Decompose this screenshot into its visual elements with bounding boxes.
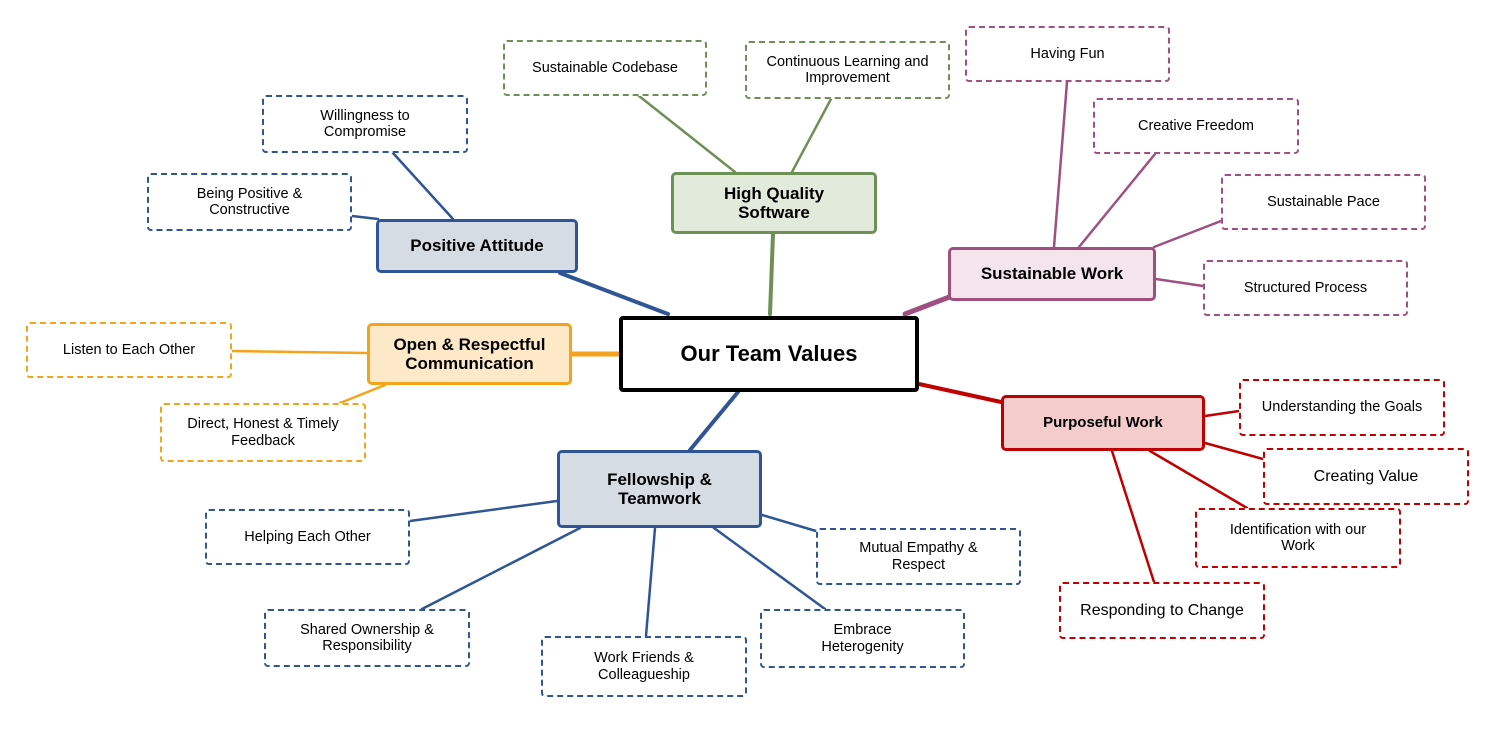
leaf-listen-to-each-other[interactable]: Listen to Each Other [26,322,232,378]
leaf-label: Mutual Empathy & Respect [859,540,978,573]
leaf-direct-honest-feedback[interactable]: Direct, Honest & Timely Feedback [160,403,366,462]
line-center-high-quality [768,232,775,316]
line-responding-change [1110,449,1156,584]
line-structured-process [1154,277,1205,288]
leaf-sustainable-codebase[interactable]: Sustainable Codebase [503,40,707,96]
branch-open-respectful-communication[interactable]: Open & Respectful Communication [367,323,572,385]
leaf-label: Shared Ownership & Responsibility [300,621,434,654]
line-center-sustainable-work [902,293,955,317]
leaf-label: Listen to Each Other [62,341,196,358]
leaf-label: Structured Process [1243,279,1368,296]
leaf-creating-value[interactable]: Creating Value [1263,448,1469,505]
leaf-label: Having Fun [1030,45,1105,62]
leaf-label: Responding to Change [1080,601,1244,619]
leaf-responding-to-change[interactable]: Responding to Change [1059,582,1265,639]
leaf-label: Sustainable Codebase [532,59,678,76]
leaf-label: Being Positive & Constructive [196,185,303,218]
branch-fellowship-teamwork[interactable]: Fellowship & Teamwork [557,450,762,528]
leaf-label: Helping Each Other [244,528,371,545]
leaf-having-fun[interactable]: Having Fun [965,26,1170,82]
branch-label: Open & Respectful Communication [393,334,546,373]
line-helping [408,499,559,523]
line-center-positive-attitude [558,271,670,316]
leaf-helping-each-other[interactable]: Helping Each Other [205,509,410,565]
line-understanding-goals [1203,409,1241,418]
leaf-understanding-the-goals[interactable]: Understanding the Goals [1239,379,1445,436]
leaf-shared-ownership[interactable]: Shared Ownership & Responsibility [264,609,470,667]
leaf-label: Continuous Learning and Improvement [766,53,929,86]
leaf-label: Understanding the Goals [1261,399,1423,416]
center-label: Our Team Values [680,340,858,366]
line-codebase [637,94,737,174]
branch-label: High Quality Software [723,183,825,222]
line-center-fellowship [688,390,740,452]
branch-label: Purposeful Work [1043,413,1163,431]
leaf-work-friends[interactable]: Work Friends & Colleagueship [541,636,747,697]
leaf-structured-process[interactable]: Structured Process [1203,260,1408,316]
leaf-creative-freedom[interactable]: Creative Freedom [1093,98,1299,154]
branch-sustainable-work[interactable]: Sustainable Work [948,247,1156,301]
leaf-willingness-to-compromise[interactable]: Willingness to Compromise [262,95,468,153]
line-being-positive [350,214,380,221]
branch-high-quality-software[interactable]: High Quality Software [671,172,877,234]
line-listen [230,349,369,355]
leaf-mutual-empathy-respect[interactable]: Mutual Empathy & Respect [816,528,1021,585]
line-mutual-empathy [760,513,818,533]
center-node[interactable]: Our Team Values [619,316,919,392]
branch-positive-attitude[interactable]: Positive Attitude [376,219,578,273]
line-center-purposeful-work [917,382,1003,404]
leaf-label: Direct, Honest & Timely Feedback [187,416,339,449]
branch-label: Positive Attitude [410,236,544,256]
leaf-identification-with-work[interactable]: Identification with our Work [1195,508,1401,568]
leaf-being-positive-constructive[interactable]: Being Positive & Constructive [147,173,352,231]
line-shared-ownership [420,526,582,611]
leaf-sustainable-pace[interactable]: Sustainable Pace [1221,174,1426,230]
leaf-label: Work Friends & Colleagueship [594,650,694,683]
branch-label: Sustainable Work [980,264,1124,284]
branch-purposeful-work[interactable]: Purposeful Work [1001,395,1205,451]
leaf-continuous-learning[interactable]: Continuous Learning and Improvement [745,41,950,99]
line-direct-feedback [338,383,387,405]
leaf-label: Willingness to Compromise [320,107,410,140]
leaf-embrace-heterogenity[interactable]: Embrace Heterogenity [760,609,965,668]
line-work-friends [644,526,657,638]
leaf-label: Creative Freedom [1137,117,1255,134]
line-embrace [712,526,827,611]
leaf-label: Sustainable Pace [1267,193,1380,210]
line-creating-value [1203,441,1265,461]
line-identification [1148,449,1249,510]
line-creative-freedom [1077,152,1157,249]
line-having-fun [1052,80,1069,249]
branch-label: Fellowship & Teamwork [607,469,712,508]
leaf-label: Identification with our Work [1229,521,1367,554]
line-sustainable-pace [1152,219,1223,249]
line-willingness [391,151,455,221]
leaf-label: Embrace Heterogenity [821,622,904,655]
leaf-label: Creating Value [1313,467,1419,485]
line-continuous-learning [790,97,833,174]
